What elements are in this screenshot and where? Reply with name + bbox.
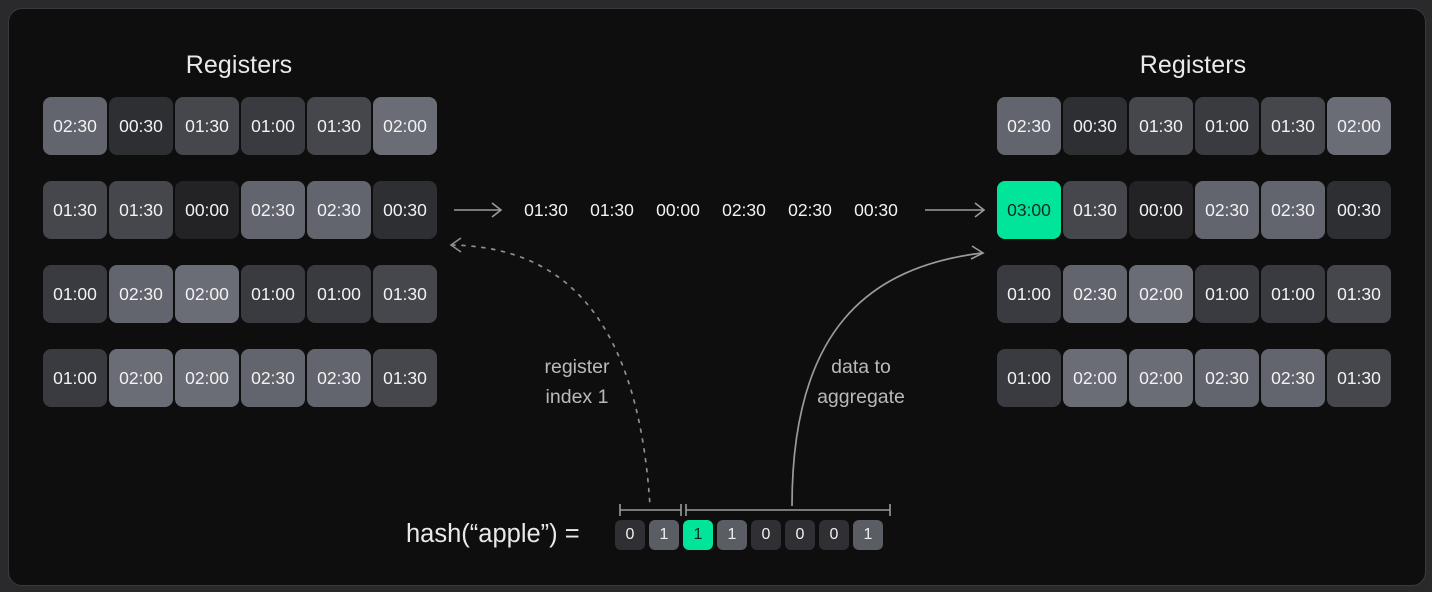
register-cell[interactable]: 01:00: [1195, 265, 1259, 323]
register-cell[interactable]: 00:30: [109, 97, 173, 155]
register-cell[interactable]: 02:00: [1129, 349, 1193, 407]
hash-bit[interactable]: 0: [785, 520, 815, 550]
mid-register-cell[interactable]: 02:30: [788, 199, 832, 220]
register-cell[interactable]: 01:30: [1129, 97, 1193, 155]
arrow-right-icon: [970, 245, 985, 260]
register-cell[interactable]: 01:30: [109, 181, 173, 239]
register-index-callout-line1: register: [544, 356, 610, 378]
mid-register-cell[interactable]: 00:00: [656, 199, 700, 220]
register-cell[interactable]: 02:00: [1129, 265, 1193, 323]
register-cell[interactable]: 02:30: [307, 181, 371, 239]
register-cell[interactable]: 01:00: [43, 265, 107, 323]
register-cell[interactable]: 02:00: [175, 265, 239, 323]
data-to-aggregate-callout-line2: aggregate: [817, 386, 905, 408]
register-cell[interactable]: 01:30: [373, 265, 437, 323]
register-cell[interactable]: 01:00: [241, 97, 305, 155]
hash-bit[interactable]: 0: [615, 520, 645, 550]
register-cell[interactable]: 02:30: [1195, 181, 1259, 239]
register-cell[interactable]: 02:30: [307, 349, 371, 407]
hash-bit[interactable]: 1: [649, 520, 679, 550]
register-cell[interactable]: 02:00: [1327, 97, 1391, 155]
mid-register-cell[interactable]: 01:30: [590, 199, 634, 220]
mid-register-cell[interactable]: 00:30: [854, 199, 898, 220]
register-cell[interactable]: 01:30: [1063, 181, 1127, 239]
register-cell[interactable]: 00:00: [1129, 181, 1193, 239]
register-cell[interactable]: 00:30: [1063, 97, 1127, 155]
diagram-stage: Registers Registers 02:30 00:30 01:30 01…: [9, 9, 1425, 585]
register-cell[interactable]: 00:30: [373, 181, 437, 239]
right-registers-title: Registers: [1139, 51, 1247, 79]
hash-bit[interactable]: 1: [853, 520, 883, 550]
mid-register-cell[interactable]: 02:30: [722, 199, 766, 220]
register-cell[interactable]: 01:30: [1327, 265, 1391, 323]
register-cell[interactable]: 02:30: [997, 97, 1061, 155]
hash-bit[interactable]: 0: [751, 520, 781, 550]
register-cell[interactable]: 01:00: [997, 349, 1061, 407]
index-bracket: [619, 504, 682, 516]
arrow-right-icon: [925, 202, 986, 218]
data-to-aggregate-callout-label: data to aggregate: [771, 352, 951, 412]
register-index-callout-line2: index 1: [545, 386, 609, 408]
register-cell[interactable]: 00:30: [1327, 181, 1391, 239]
register-cell[interactable]: 02:30: [241, 181, 305, 239]
register-cell[interactable]: 02:00: [1063, 349, 1127, 407]
register-cell[interactable]: 01:00: [43, 349, 107, 407]
data-to-aggregate-callout-line1: data to: [831, 356, 891, 378]
register-cell[interactable]: 02:30: [241, 349, 305, 407]
register-cell[interactable]: 01:00: [1261, 265, 1325, 323]
left-registers-title: Registers: [185, 51, 293, 79]
register-cell[interactable]: 02:30: [43, 97, 107, 155]
register-cell[interactable]: 02:30: [1261, 349, 1325, 407]
register-cell[interactable]: 01:00: [307, 265, 371, 323]
register-cell[interactable]: 01:30: [307, 97, 371, 155]
hash-expression-label: hash(“apple”) =: [406, 520, 580, 548]
register-cell[interactable]: 02:30: [1261, 181, 1325, 239]
register-cell[interactable]: 01:00: [241, 265, 305, 323]
register-cell[interactable]: 01:30: [175, 97, 239, 155]
hash-bit-highlighted[interactable]: 1: [683, 520, 713, 550]
register-cell[interactable]: 02:00: [109, 349, 173, 407]
register-cell[interactable]: 01:30: [373, 349, 437, 407]
register-cell[interactable]: 02:00: [373, 97, 437, 155]
hash-bit[interactable]: 1: [717, 520, 747, 550]
arrow-left-dashed-icon: [449, 237, 462, 253]
hash-bit[interactable]: 0: [819, 520, 849, 550]
register-cell[interactable]: 01:30: [1261, 97, 1325, 155]
register-cell[interactable]: 01:30: [1327, 349, 1391, 407]
register-cell-highlighted[interactable]: 03:00: [997, 181, 1061, 239]
data-bracket: [685, 504, 891, 516]
register-cell[interactable]: 01:00: [997, 265, 1061, 323]
register-cell[interactable]: 01:00: [1195, 97, 1259, 155]
register-cell[interactable]: 02:30: [1195, 349, 1259, 407]
register-cell[interactable]: 02:30: [1063, 265, 1127, 323]
register-index-callout-label: register index 1: [487, 352, 667, 412]
register-cell[interactable]: 01:30: [43, 181, 107, 239]
mid-register-cell[interactable]: 01:30: [524, 199, 568, 220]
arrow-right-icon: [454, 202, 503, 218]
diagram-panel: Registers Registers 02:30 00:30 01:30 01…: [8, 8, 1426, 586]
register-cell[interactable]: 02:00: [175, 349, 239, 407]
register-cell[interactable]: 00:00: [175, 181, 239, 239]
register-cell[interactable]: 02:30: [109, 265, 173, 323]
